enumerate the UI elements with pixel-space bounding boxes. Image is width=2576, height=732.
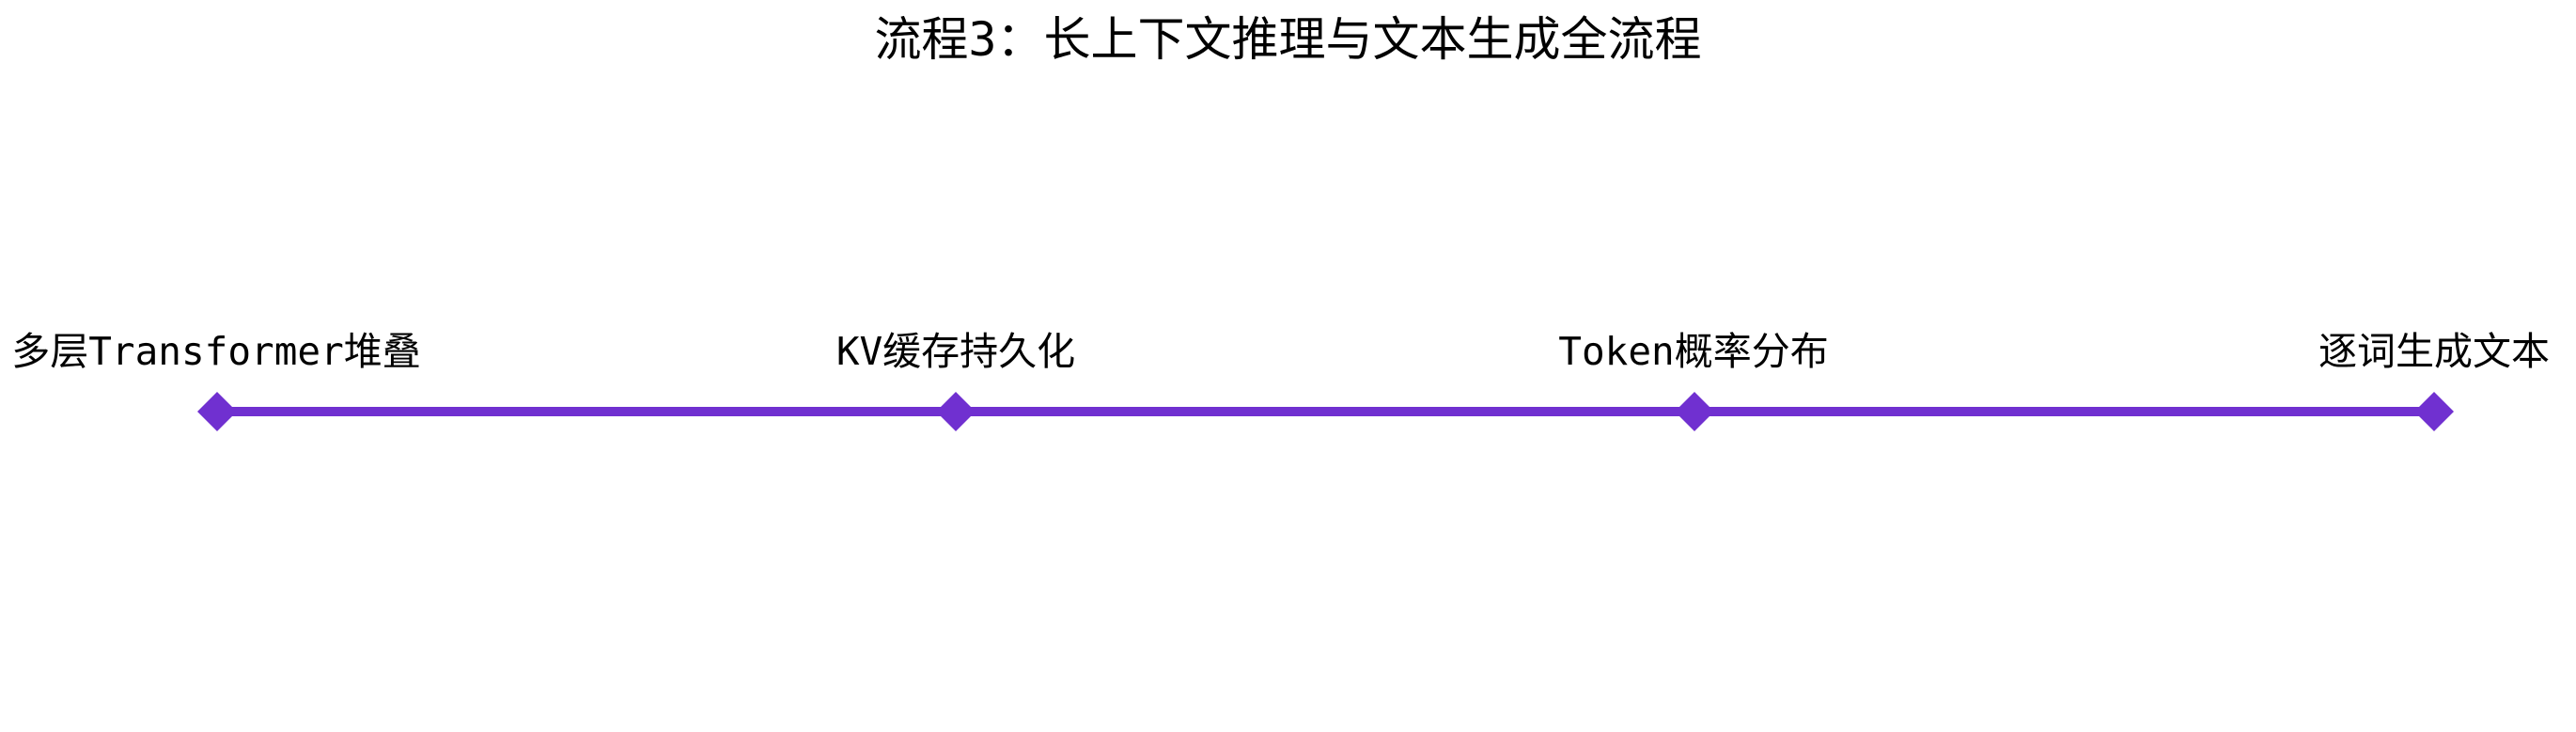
step-marker-4 <box>2414 392 2454 431</box>
step-marker-1 <box>197 392 237 431</box>
step-marker-3 <box>1675 392 1714 431</box>
step-label-4: 逐词生成文本 <box>2318 329 2550 374</box>
step-label-1: 多层Transformer堆叠 <box>11 329 421 374</box>
diagram-title: 流程3：长上下文推理与文本生成全流程 <box>874 12 1702 67</box>
step-label-2: KV缓存持久化 <box>835 329 1076 374</box>
step-label-3: Token概率分布 <box>1558 329 1829 374</box>
step-marker-2 <box>936 392 976 431</box>
